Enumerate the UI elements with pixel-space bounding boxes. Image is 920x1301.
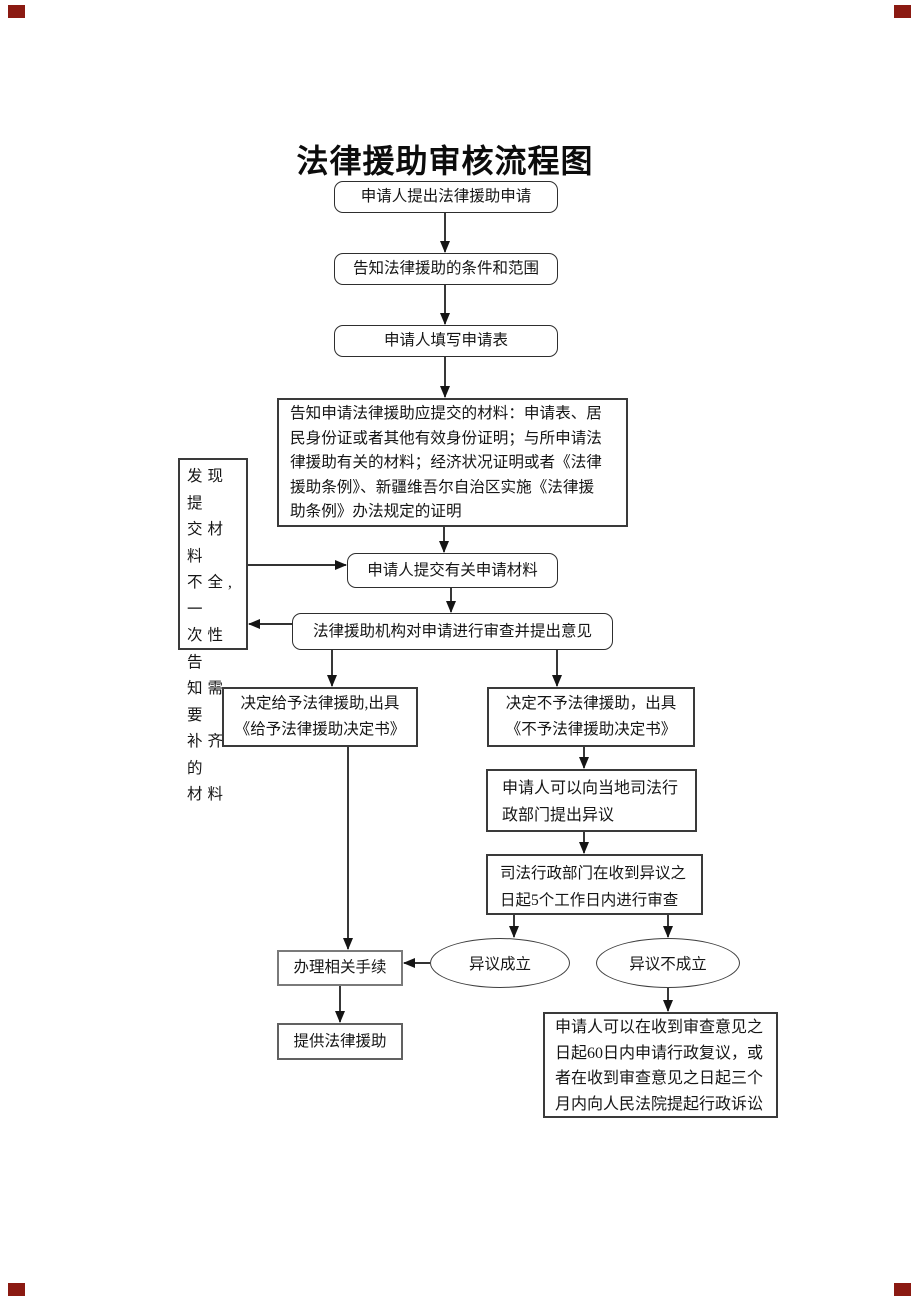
page-title: 法律援助审核流程图	[296, 143, 594, 179]
node-raise-objection: 申请人可以向当地司法行 政部门提出异议	[486, 769, 697, 832]
corner-mark-top-right	[894, 5, 911, 18]
node-objection-valid: 异议成立	[430, 938, 570, 988]
node-objection-review: 司法行政部门在收到异议之 日起5个工作日内进行审查	[486, 854, 703, 915]
node-admin-remedy: 申请人可以在收到审查意见之 日起60日内申请行政复议，或 者在收到审查意见之日起…	[543, 1012, 778, 1118]
node-submit-materials: 申请人提交有关申请材料	[347, 553, 558, 588]
corner-mark-bottom-left	[8, 1283, 25, 1296]
node-objection-invalid: 异议不成立	[596, 938, 740, 988]
node-fill-form: 申请人填写申请表	[334, 325, 558, 357]
node-incomplete-materials: 发现提 交材料 不全,一 次性告 知需要 补齐的 材料	[178, 458, 248, 803]
node-agency-review: 法律援助机构对申请进行审查并提出意见	[292, 613, 613, 650]
node-handle-procedures: 办理相关手续	[277, 950, 403, 986]
node-deny-decision: 决定不予法律援助，出具 《不予法律援助决定书》	[487, 687, 695, 747]
node-start: 申请人提出法律援助申请	[334, 181, 558, 213]
corner-mark-top-left	[8, 5, 25, 18]
corner-mark-bottom-right	[894, 1283, 911, 1296]
node-provide-aid: 提供法律援助	[277, 1023, 403, 1060]
node-inform-scope: 告知法律援助的条件和范围	[334, 253, 558, 285]
node-grant-decision: 决定给予法律援助,出具 《给予法律援助决定书》	[222, 687, 418, 747]
node-materials-required: 告知申请法律援助应提交的材料：申请表、居 民身份证或者其他有效身份证明；与所申请…	[277, 398, 628, 527]
